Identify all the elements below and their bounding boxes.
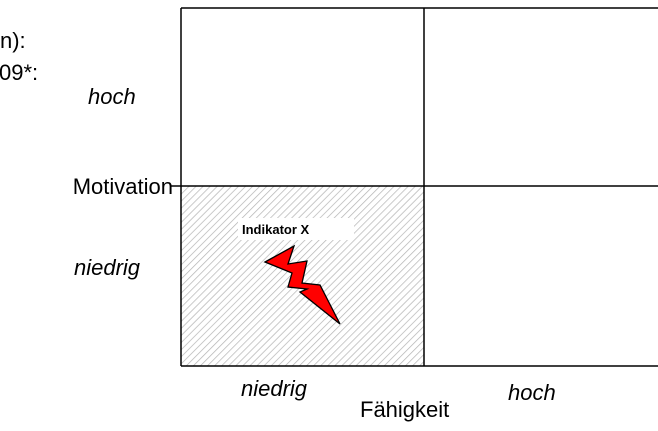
indicator-label-background xyxy=(238,218,354,240)
indicator-label: Indikator X xyxy=(242,222,310,237)
y-axis-label: Motivation xyxy=(72,174,173,199)
cutoff-text-line-1: n): xyxy=(0,28,26,53)
y-axis-high-label: hoch xyxy=(88,84,136,109)
y-axis-low-label: niedrig xyxy=(74,255,141,280)
x-axis-high-label: hoch xyxy=(508,380,556,405)
x-axis-label: Fähigkeit xyxy=(360,397,450,422)
x-axis-low-label: niedrig xyxy=(241,376,308,401)
lightning-bolt-icon xyxy=(263,244,341,325)
cutoff-text-line-2: 09*: xyxy=(0,60,39,85)
